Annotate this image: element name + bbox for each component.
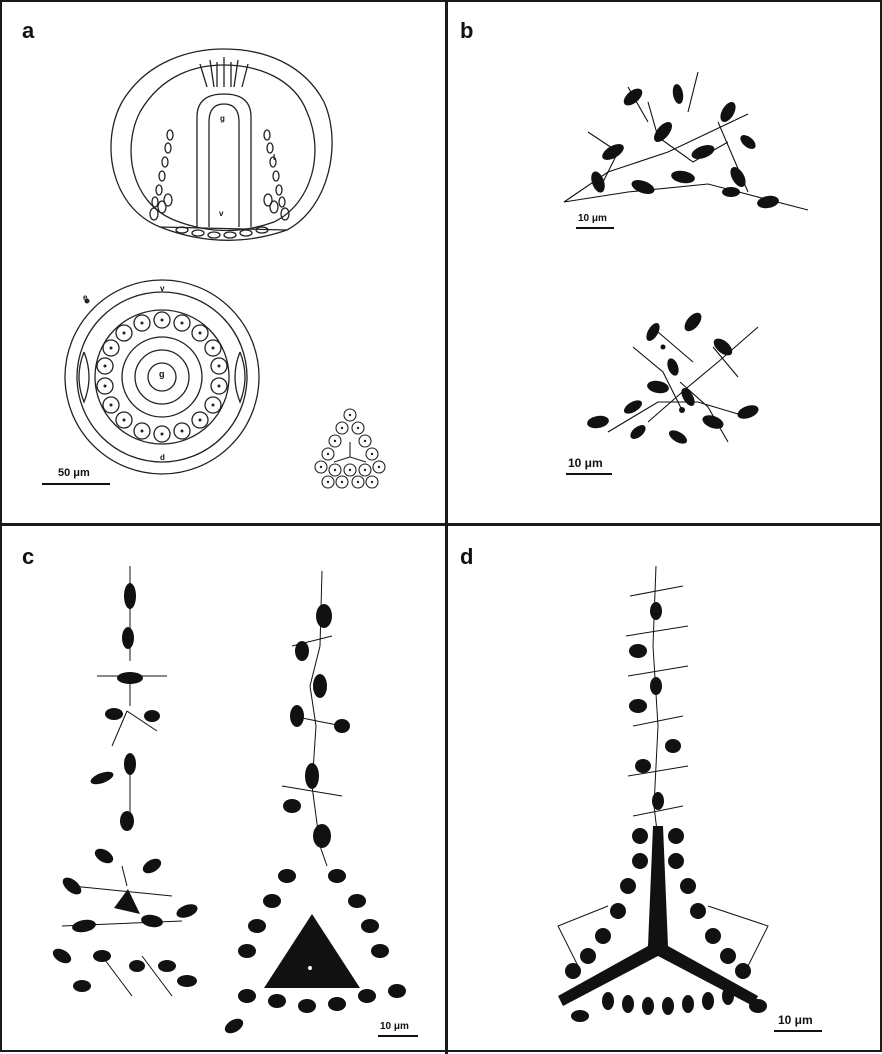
panel-d-scale-bar: [774, 1030, 822, 1032]
panel-b-scale-bottom-label: 10 μm: [568, 457, 603, 469]
panel-d-drawing: [448, 526, 882, 1054]
panel-d-scale-label: 10 μm: [778, 1014, 813, 1026]
panel-a: a: [2, 2, 445, 523]
panel-b-scale-bottom-bar: [566, 473, 612, 475]
mark-e: e: [83, 294, 87, 302]
panel-a-scale-label: 50 μm: [58, 468, 90, 479]
panel-c: c: [2, 526, 445, 1054]
panel-b-scale-top-bar: [576, 227, 614, 229]
panel-c-scale-bar: [378, 1035, 418, 1037]
panel-c-scale-label: 10 μm: [380, 1022, 409, 1032]
panel-c-drawing: [2, 526, 445, 1054]
mark-g-top: g: [220, 115, 225, 123]
mark-d: d: [160, 454, 165, 462]
mark-v-top: v: [219, 210, 223, 218]
mark-g-ring: g: [159, 370, 165, 379]
panel-b-scale-top-label: 10 μm: [578, 214, 607, 224]
panel-d: d: [448, 526, 882, 1054]
panel-b: b: [448, 2, 882, 523]
panel-a-drawing: [2, 2, 445, 523]
mark-l: l: [273, 154, 275, 162]
panel-a-scale-bar: [42, 483, 110, 485]
mark-v-ring: v: [160, 285, 164, 293]
panel-b-drawing: [448, 2, 882, 523]
